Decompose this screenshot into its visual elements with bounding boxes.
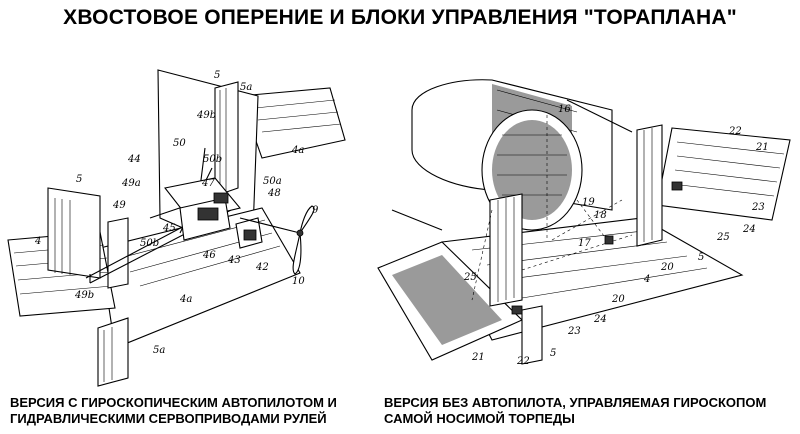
left-callout-label: 4a [179,294,192,305]
right-callout-label: 24 [593,314,607,325]
left-callout-label: 50b [140,238,159,249]
right-diagram: 16 22 21 19 18 25 24 23 17 20 5 4 25 20 … [372,70,800,370]
left-callout-label: 45 [162,223,176,234]
left-callout-label: 4a [291,145,304,156]
right-callout-label: 17 [578,238,591,249]
right-caption: ВЕРСИЯ БЕЗ АВТОПИЛОТА, УПРАВЛЯЕМАЯ ГИРОС… [384,395,794,427]
right-caption-line2: САМОЙ НОСИМОЙ ТОРПЕДЫ [384,411,575,426]
right-callout-label: 25 [463,272,477,283]
page-title: ХВОСТОВОЕ ОПЕРЕНИЕ И БЛОКИ УПРАВЛЕНИЯ "Т… [63,6,737,29]
left-callout-label: 50b [203,154,222,165]
right-callout-label: 22 [728,126,742,137]
label-5-top: 5 [214,70,220,81]
right-callout-label: 5 [550,348,556,359]
right-callout-label: 20 [611,294,625,305]
right-callout-label: 22 [516,356,530,367]
right-callout-label: 4 [643,274,650,285]
left-callout-label: 49b [196,110,216,121]
left-callout-label: 50 [173,138,186,149]
right-callout-label: 23 [751,202,765,213]
upper-fin [214,81,239,197]
left-callout-label: 47 [201,178,215,189]
right-callout-label: 21 [471,352,485,363]
lower-fin [97,317,129,387]
left-callout-label: 48 [267,188,281,199]
propeller-lower [292,232,302,275]
left-caption: ВЕРСИЯ С ГИРОСКОПИЧЕСКИМ АВТОПИЛОТОМ И Г… [10,395,370,427]
right-callout-label: 19 [582,197,595,208]
right-callout-label: 18 [594,210,607,221]
left-callout-label: 5a [153,345,165,356]
right-callout-label: 20 [660,262,674,273]
left-diagram-drawing: 5 5a 49b 50 4a 44 50b 47 49a 5 49 50a 48… [7,69,346,387]
left-callout-label: 4 [34,236,41,247]
propeller-upper [299,205,315,234]
right-stabilizer [656,127,791,221]
left-caption-line2: ГИДРАВЛИЧЕСКИМИ СЕРВОПРИВОДАМИ РУЛЕЙ [10,411,327,426]
right-callout-label: 24 [742,224,756,235]
left-callout-label: 49b [74,290,94,301]
control-linkage [471,115,633,301]
right-callout-label: 25 [716,232,730,243]
left-diagram: 5 5a 49b 50 4a 44 50b 47 49a 5 49 50a 48… [0,48,400,388]
left-callout-label: 46 [202,250,216,261]
left-callout-label: 10 [292,276,305,287]
right-callout-label: 5 [698,252,704,263]
right-callout-label: 21 [755,142,769,153]
left-callout-label: 42 [255,262,269,273]
rear-fin [521,305,543,365]
left-callout-label: 49a [121,178,141,189]
label-16: 16 [558,104,571,115]
left-callout-label: 49 [112,200,126,211]
right-caption-line1: ВЕРСИЯ БЕЗ АВТОПИЛОТА, УПРАВЛЯЕМАЯ ГИРОС… [384,395,767,410]
left-caption-line1: ВЕРСИЯ С ГИРОСКОПИЧЕСКИМ АВТОПИЛОТОМ И [10,395,337,410]
right-fin [636,124,663,247]
left-fin [47,187,101,279]
left-callout-label: 44 [127,154,141,165]
right-callout-label: 23 [567,326,581,337]
left-callout-label: 43 [227,255,241,266]
left-callout-label: 50a [263,176,282,187]
left-callout-label: 9 [312,205,319,216]
right-diagram-drawing: 16 22 21 19 18 25 24 23 17 20 5 4 25 20 … [377,79,791,367]
left-callout-label: 5a [240,82,252,93]
left-callout-label: 5 [76,174,82,185]
